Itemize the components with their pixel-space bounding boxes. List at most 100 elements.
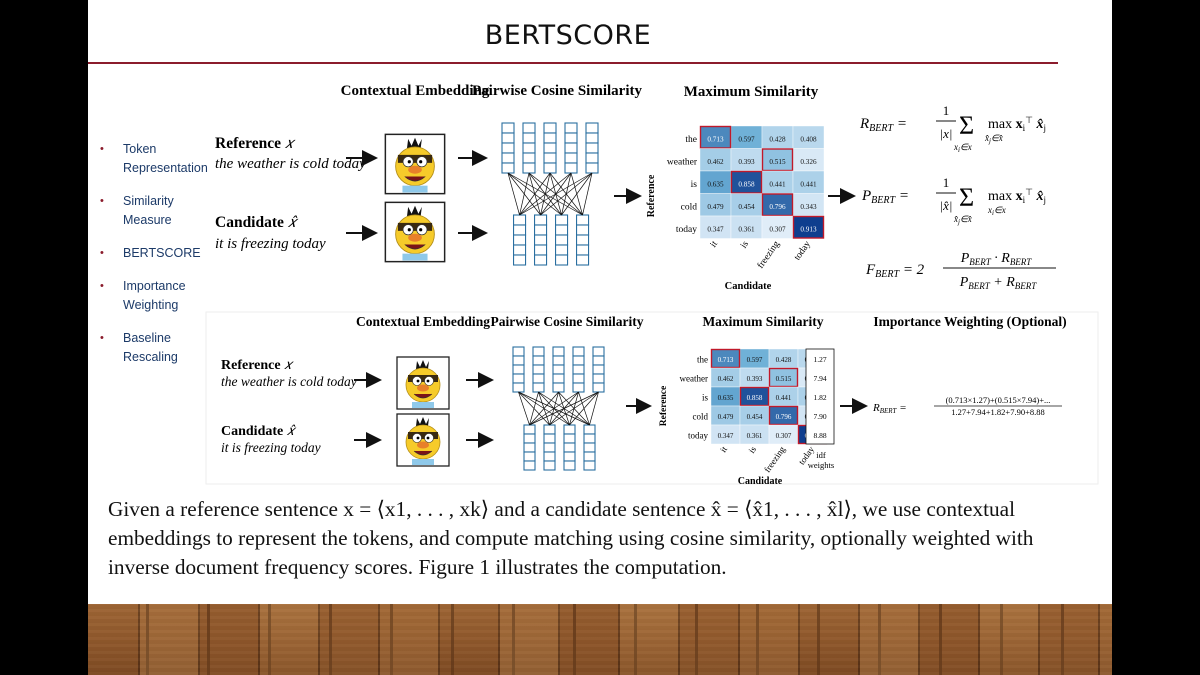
embedding-cell	[585, 122, 599, 134]
embedding-cell	[522, 132, 536, 144]
embedding-cell	[575, 244, 590, 256]
formula-f-den: PBERT + RBERT	[959, 275, 1038, 291]
embedding-cell	[523, 460, 536, 471]
top-panel: Contextual Embedding Pairwise Cosine Sim…	[215, 83, 1056, 292]
formula-r-max: max xi⊤ x̂j	[988, 115, 1046, 133]
cosine-network-diagram	[501, 122, 599, 266]
embedding-cell	[512, 382, 525, 393]
embedding-cell	[554, 244, 569, 256]
embedding-cell	[543, 142, 557, 154]
pairwise-edge	[519, 172, 530, 216]
bottom-panel-frame	[205, 311, 1099, 485]
heatmap-cell-value: 0.713	[707, 135, 724, 143]
bullet-marker: •	[100, 195, 104, 207]
embedding-cell	[532, 346, 545, 357]
embedding-cell	[585, 142, 599, 154]
max-highlight-box	[710, 348, 741, 369]
idf-column-frame	[805, 348, 835, 445]
bert-embedding-icon-cand-2	[396, 413, 450, 467]
bullet-label: Token Representation	[123, 142, 208, 175]
embedding-cell	[501, 132, 515, 144]
embedding-cell	[552, 346, 565, 357]
embedding-cell	[522, 122, 536, 134]
max-highlight-box	[699, 125, 732, 149]
candidate-sentence-2: it is freezing today	[221, 440, 321, 455]
bullet-label: Similarity Measure	[123, 194, 174, 227]
formula-f-num: PBERT · RBERT	[960, 251, 1033, 267]
embedding-cell	[533, 254, 548, 266]
heatmap-row-label: weather	[667, 157, 698, 167]
embedding-cell	[543, 152, 557, 164]
embedding-cell	[512, 224, 527, 236]
reference-block: Reference 𝑥 the weather is cold today	[215, 135, 366, 172]
reference-label-2: Reference 𝑥	[221, 358, 294, 373]
floor-board	[860, 604, 920, 675]
bullet-label: BERTSCORE	[123, 246, 201, 260]
bottom-panel: Contextual Embedding Pairwise Cosine Sim…	[205, 311, 1099, 487]
header-pairwise-cosine: Pairwise Cosine Similarity	[472, 83, 642, 99]
formula-p-frac-den: |x̂|	[940, 198, 953, 213]
idf-weight-value: 7.94	[813, 374, 826, 383]
embedding-cell	[592, 346, 605, 357]
heatmap-cell-value: 0.307	[769, 225, 786, 233]
embedding-cell	[533, 214, 548, 226]
pairwise-edge	[518, 391, 530, 426]
embedding-cell	[543, 132, 557, 144]
embedding-cell	[554, 214, 569, 226]
floor-board	[500, 604, 560, 675]
pairwise-edge	[529, 391, 599, 426]
embedding-cell	[533, 224, 548, 236]
pairwise-edge	[529, 391, 579, 426]
embedding-cell	[583, 433, 596, 444]
embedding-cell	[543, 442, 556, 453]
embedding-cell	[583, 442, 596, 453]
embedding-cell	[563, 424, 576, 435]
floor-board	[800, 604, 860, 675]
header-pairwise-cosine-2: Pairwise Cosine Similarity	[491, 314, 644, 329]
embedding-cell	[592, 373, 605, 384]
embedding-cell	[564, 162, 578, 174]
idf-label-line1: idf	[816, 450, 826, 460]
embedding-cell	[522, 142, 536, 154]
heatmap-cell-value: 0.454	[747, 413, 763, 421]
max-highlight-box	[761, 148, 794, 172]
embedding-cell	[554, 224, 569, 236]
idf-weight-value: 7.90	[813, 412, 826, 421]
pairwise-edge	[561, 172, 593, 216]
formula-r-frac-den: |x|	[940, 126, 953, 141]
formula-r-sum: Σ	[959, 111, 974, 140]
embedding-cell	[583, 424, 596, 435]
heatmap-cell-value: 0.361	[738, 225, 755, 233]
bertscore-figure: Contextual Embedding Pairwise Cosine Sim…	[205, 83, 1099, 487]
max-highlight-box	[761, 193, 794, 217]
heatmap-cell-value: 0.713	[718, 356, 734, 364]
heatmap-cell-value: 0.796	[769, 203, 786, 211]
bert-embedding-icon-ref-2	[396, 356, 450, 410]
embedding-cell	[532, 382, 545, 393]
heatmap-cell-value: 0.347	[718, 432, 734, 440]
heatmap-cell-value: 0.441	[776, 394, 792, 402]
embedding-cell	[512, 373, 525, 384]
heatmap-col-label: is	[746, 444, 758, 455]
embedding-cell	[512, 364, 525, 375]
embedding-cell	[512, 244, 527, 256]
heatmap-cell-value: 0.361	[747, 432, 763, 440]
heatmap-cell-value: 0.462	[707, 158, 724, 166]
header-maximum-similarity: Maximum Similarity	[684, 84, 819, 100]
heatmap-cell-value: 0.858	[738, 180, 755, 188]
candidate-block: Candidate 𝑥̂ it is freezing today	[215, 214, 326, 252]
formula-p-frac-num: 1	[943, 175, 950, 190]
formula-p-sum: Σ	[959, 183, 974, 212]
idf-weight-value: 1.82	[813, 393, 826, 402]
heatmap-cell-value: 0.515	[769, 158, 786, 166]
embedding-cell	[564, 122, 578, 134]
heatmap-cell-value: 0.441	[769, 180, 786, 188]
embedding-cell	[523, 424, 536, 435]
embedding-cell	[575, 254, 590, 266]
max-highlight-box	[768, 367, 799, 388]
heatmap-row-label: is	[702, 392, 709, 402]
heatmap-cell-value: 0.597	[747, 356, 763, 364]
floor-board	[200, 604, 260, 675]
embedding-cell	[552, 373, 565, 384]
embedding-cell	[522, 162, 536, 174]
